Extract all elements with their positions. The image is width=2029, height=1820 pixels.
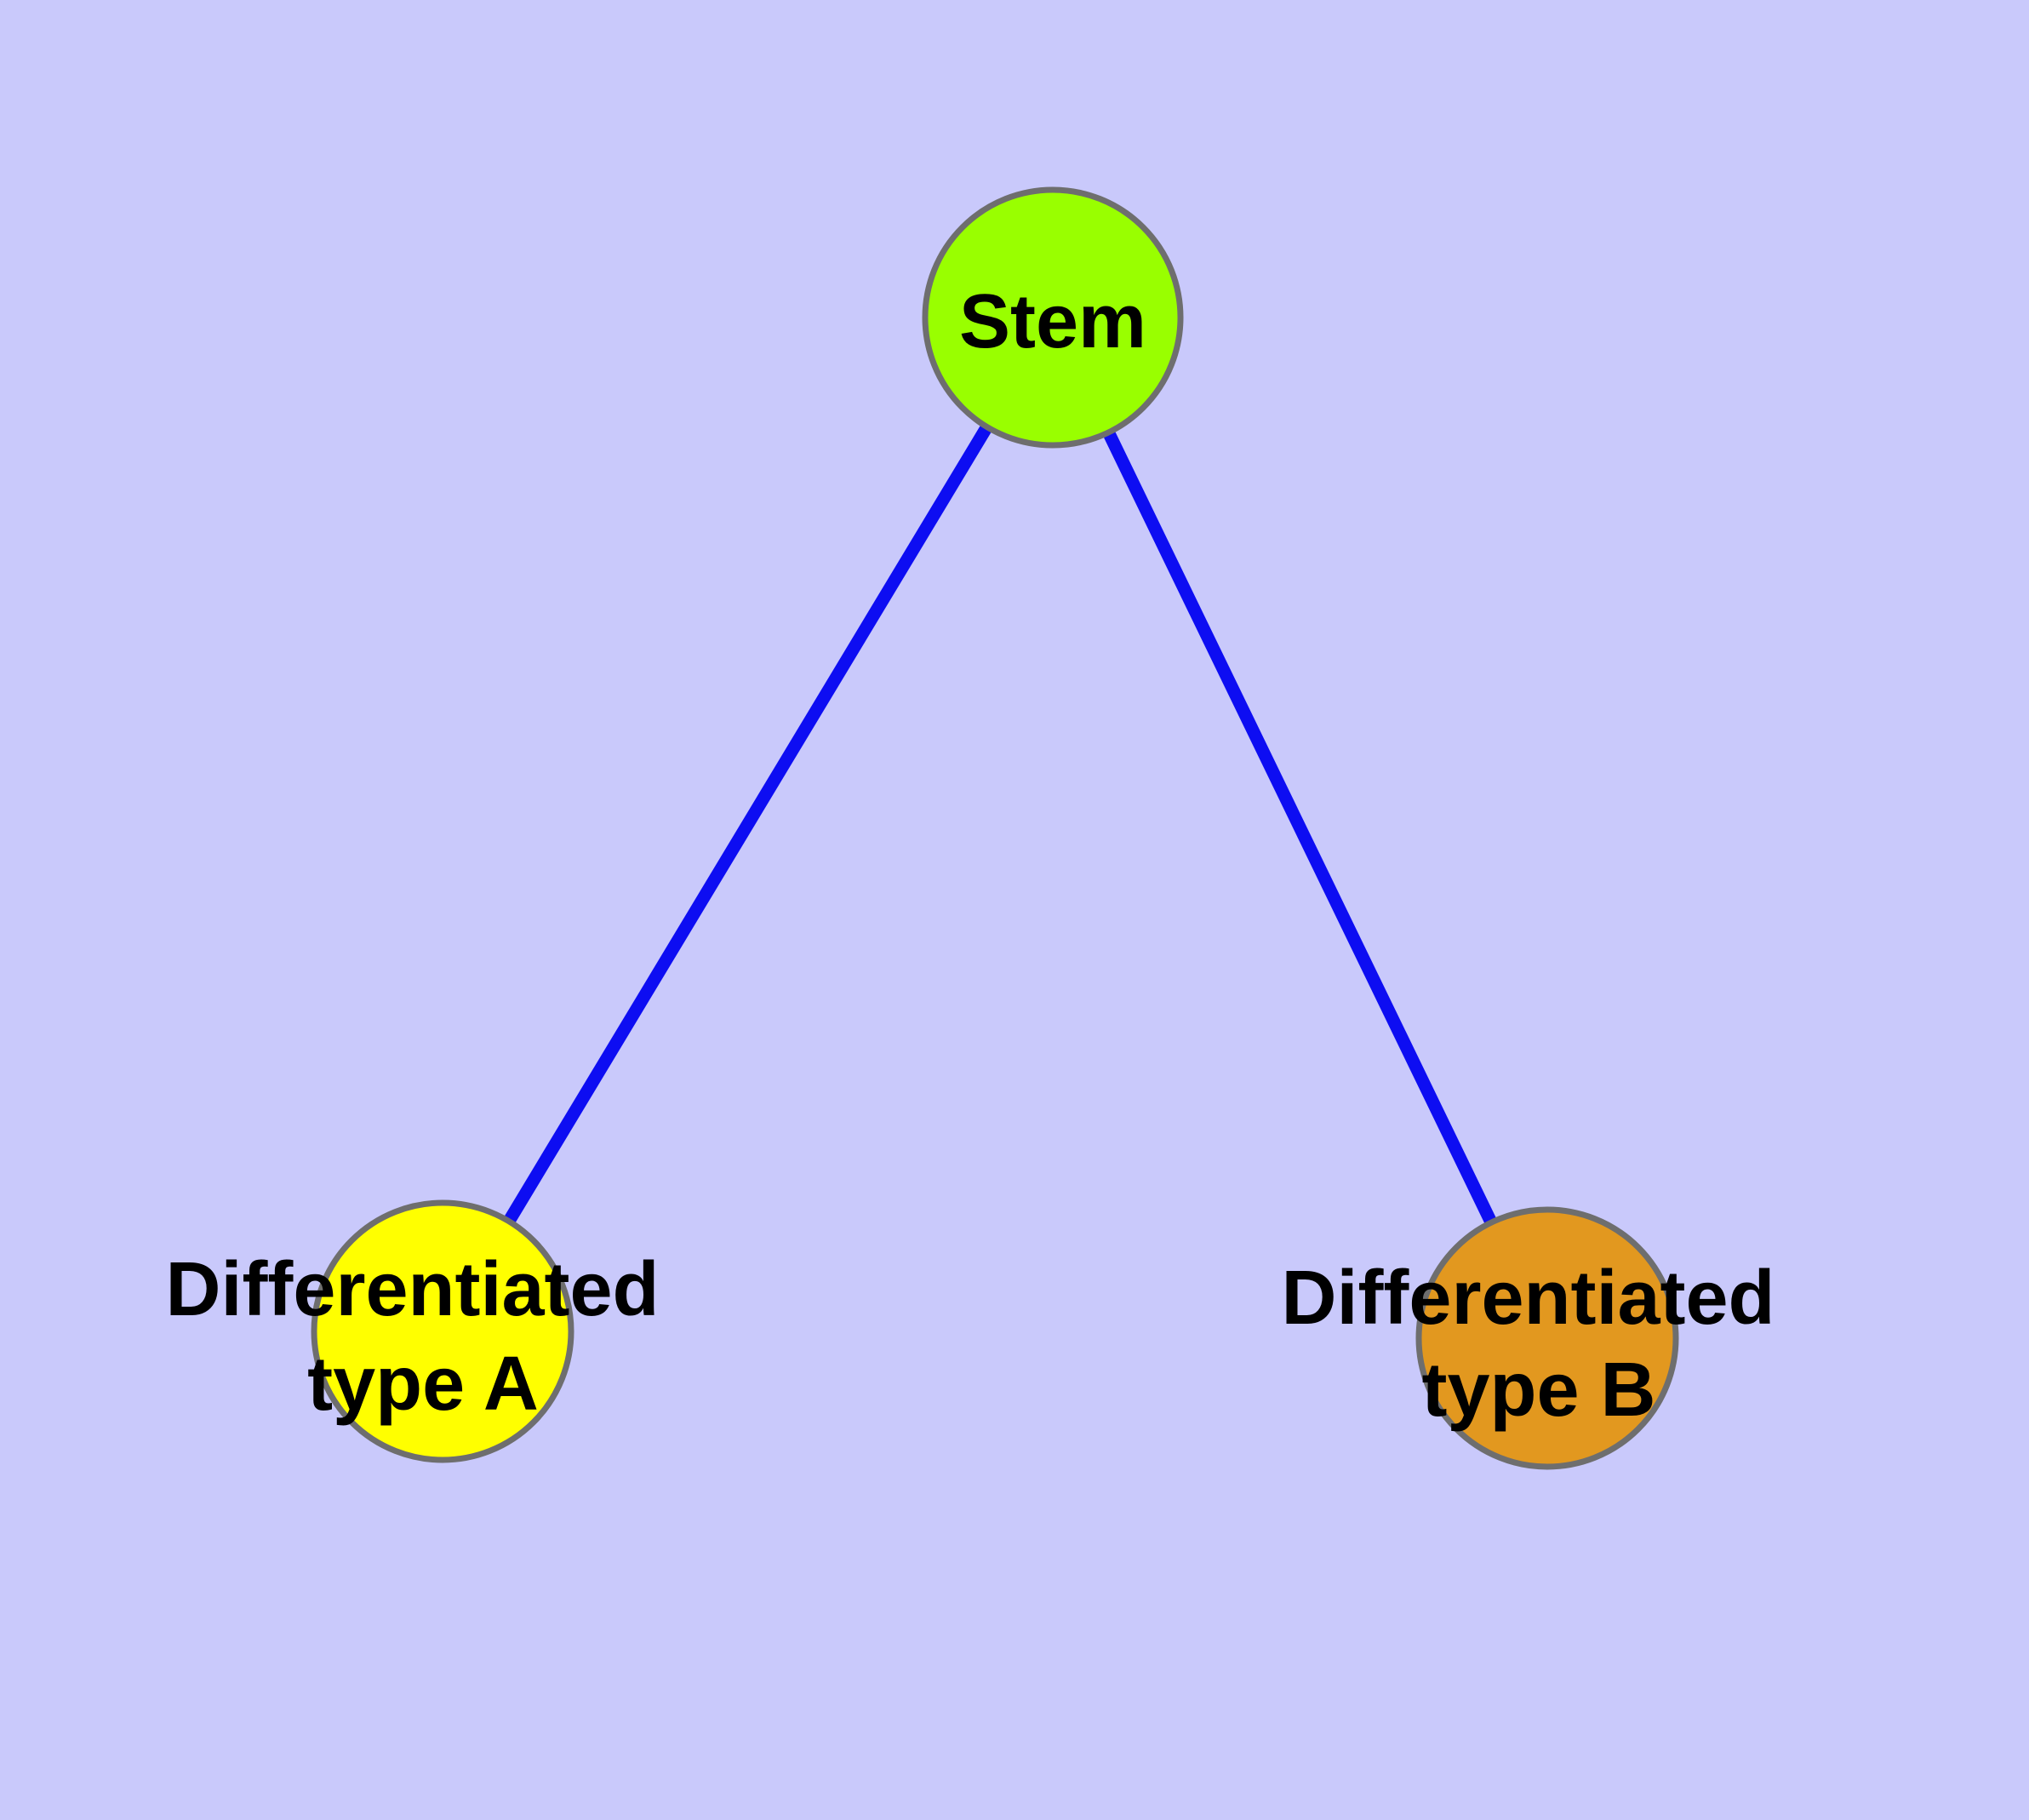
node-type-a-label-line2: type A	[307, 1342, 539, 1427]
node-differentiated-type-b: Differentiated type B	[1281, 1206, 1796, 1470]
edge-stem-to-type-b	[1047, 314, 1553, 1342]
node-stem: Stem	[922, 186, 1184, 449]
node-type-a-circle	[311, 1199, 574, 1463]
node-type-b-label-line2: type B	[1421, 1348, 1655, 1433]
node-differentiated-type-a: Differentiated type A	[165, 1199, 680, 1463]
node-type-b-circle	[1415, 1206, 1679, 1470]
node-stem-label: Stem	[959, 279, 1146, 364]
node-type-b-label-line1: Differentiated	[1281, 1256, 1775, 1341]
node-type-b-label: Differentiated type B	[1281, 1256, 1796, 1433]
node-stem-circle	[922, 186, 1184, 449]
edge-stem-to-type-a	[437, 314, 1059, 1335]
node-type-a-label-line1: Differentiated	[165, 1247, 659, 1332]
node-type-a-label: Differentiated type A	[165, 1247, 680, 1427]
